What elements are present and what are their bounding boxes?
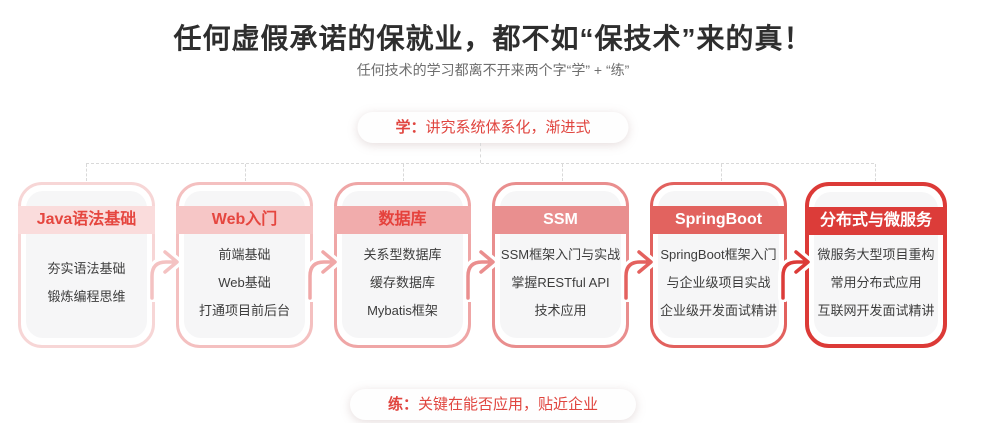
connector-drop [86, 164, 87, 181]
connector-drop [403, 164, 404, 181]
card-web-intro: Web入门 前端基础 Web基础 打通项目前后台 [176, 182, 313, 348]
card-line: 关系型数据库 [363, 247, 442, 262]
flow-arrow-icon [305, 247, 340, 302]
connector-drop [721, 164, 722, 181]
learn-badge-text: 讲究系统体系化，渐进式 [425, 119, 591, 136]
card-database: 数据库 关系型数据库 缓存数据库 Mybatis框架 [334, 182, 471, 348]
card-line: 互联网开发面试精讲 [817, 303, 935, 318]
practice-badge: 练：关键在能否应用，贴近企业 [349, 389, 637, 420]
learn-badge-prefix: 学： [395, 119, 426, 136]
practice-badge-text: 关键在能否应用，贴近企业 [418, 396, 599, 413]
card-line: 前端基础 [218, 247, 271, 262]
connector-drop [562, 164, 563, 181]
page-title: 任何虚假承诺的保就业，都不如“保技术”来的真！ [173, 23, 813, 54]
card-line: 缓存数据库 [369, 275, 435, 290]
practice-badge-prefix: 练： [387, 396, 418, 413]
card-body: 微服务大型项目重构 常用分布式应用 互联网开发面试精讲 [812, 238, 940, 328]
flow-arrow-icon [778, 247, 813, 302]
connector-drop [875, 164, 876, 181]
card-title: 数据库 [334, 206, 471, 234]
card-title: SpringBoot [650, 206, 787, 234]
connector-pill-drop [480, 143, 481, 163]
card-java-basics: Java语法基础 夯实语法基础 锻炼编程思维 [18, 182, 155, 348]
card-line: 微服务大型项目重构 [817, 247, 935, 262]
card-title: Web入门 [176, 206, 313, 234]
card-line: 掌握RESTful API [511, 275, 610, 290]
card-line: 技术应用 [534, 303, 587, 318]
card-line: Web基础 [218, 275, 271, 290]
card-body: 关系型数据库 缓存数据库 Mybatis框架 [340, 237, 465, 329]
flow-arrow-icon [147, 247, 182, 302]
card-microservices: 分布式与微服务 微服务大型项目重构 常用分布式应用 互联网开发面试精讲 [805, 182, 947, 348]
card-ssm: SSM SSM框架入门与实战 掌握RESTful API 技术应用 [492, 182, 629, 348]
card-line: 与企业级项目实战 [666, 275, 771, 290]
card-body: 前端基础 Web基础 打通项目前后台 [182, 237, 307, 329]
card-line: SpringBoot框架入门 [660, 247, 777, 262]
card-line: 常用分布式应用 [830, 275, 922, 290]
card-springboot: SpringBoot SpringBoot框架入门 与企业级项目实战 企业级开发… [650, 182, 787, 348]
card-body: SpringBoot框架入门 与企业级项目实战 企业级开发面试精讲 [656, 237, 781, 329]
card-line: SSM框架入门与实战 [500, 247, 621, 262]
flow-arrow-icon [463, 247, 498, 302]
page-subtitle: 任何技术的学习都离不开来两个字“学” + “练” [356, 62, 630, 78]
card-title: SSM [492, 206, 629, 234]
card-title: 分布式与微服务 [805, 207, 947, 235]
connector-drop [245, 164, 246, 181]
connector-spine [86, 163, 874, 164]
card-title: Java语法基础 [18, 206, 155, 234]
card-line: Mybatis框架 [367, 303, 438, 318]
card-body: SSM框架入门与实战 掌握RESTful API 技术应用 [498, 237, 623, 329]
card-body: 夯实语法基础 锻炼编程思维 [24, 237, 149, 329]
learn-badge: 学：讲究系统体系化，渐进式 [357, 112, 629, 143]
flow-arrow-icon [621, 247, 656, 302]
card-line: 企业级开发面试精讲 [659, 303, 777, 318]
card-line: 打通项目前后台 [198, 303, 290, 318]
card-line: 锻炼编程思维 [47, 289, 126, 304]
card-line: 夯实语法基础 [47, 261, 126, 276]
